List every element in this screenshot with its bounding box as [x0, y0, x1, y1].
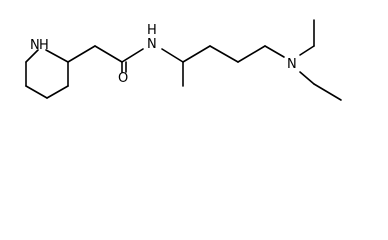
- ring-bond-n-c2: [45, 49, 69, 63]
- bond-n-to-ethyl-bottom: [299, 71, 315, 85]
- carbonyl-oxygen-label: O: [118, 71, 128, 86]
- structure-canvas: N H N H O N: [25, 19, 342, 101]
- ring-hydrogen-label: H: [39, 38, 49, 53]
- bond-nh-to-ch: [161, 48, 184, 63]
- ring-nitrogen-label: N: [30, 38, 40, 53]
- amide-hydrogen-label: H: [147, 23, 157, 38]
- bond-n-to-ethyl-top: [299, 45, 315, 56]
- bond-chain-3: [237, 45, 266, 63]
- ring-bond-c4-c5: [25, 85, 48, 99]
- ring-bond-c6-n: [25, 49, 39, 63]
- molecule-diagram: N H N H O N: [25, 19, 342, 101]
- ring-bond-c3-c4: [46, 85, 69, 99]
- bond-carbonyl-to-nh: [121, 48, 144, 63]
- bond-chain-1: [182, 45, 211, 63]
- bond-ring-to-ch2: [67, 45, 96, 63]
- amide-nitrogen-label: N: [147, 37, 157, 52]
- bond-chain-2: [209, 45, 239, 63]
- bond-ch2-to-carbonyl: [94, 45, 123, 63]
- amine-nitrogen-label: N: [287, 57, 297, 72]
- bond-ethyl-bottom: [313, 83, 342, 101]
- bond-chain-4: [264, 45, 285, 58]
